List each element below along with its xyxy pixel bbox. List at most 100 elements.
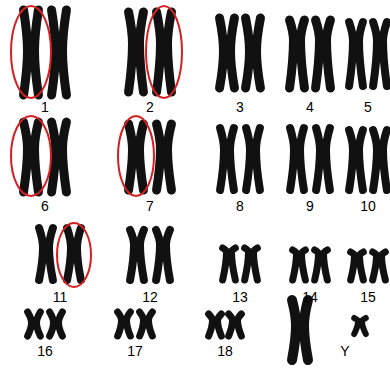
chromosome-number: 9 (306, 199, 314, 213)
chromatid (373, 252, 377, 280)
chromosome-number: 6 (41, 199, 49, 213)
chromatid (293, 250, 297, 280)
chromatid (360, 252, 364, 280)
chromatid (220, 18, 224, 88)
chromosome-number: Y (340, 344, 349, 358)
highlight-ellipse (118, 116, 154, 196)
chromatid (50, 312, 54, 336)
chromatid (157, 124, 161, 190)
chromatid (359, 22, 363, 86)
chromatid (301, 20, 305, 88)
chromatid (140, 312, 144, 336)
chromosome-number: 1 (41, 100, 49, 114)
chromatid (49, 228, 53, 280)
chromosome-number: 10 (360, 199, 376, 213)
chromatid (52, 10, 56, 95)
chromatid (382, 252, 386, 280)
chromosome-number: 11 (53, 290, 68, 304)
chromatid (316, 128, 320, 190)
chromatid (129, 124, 133, 190)
chromatid (63, 10, 67, 95)
chromatid (230, 128, 234, 190)
chromosome-number: 5 (364, 100, 372, 114)
chromatid (349, 130, 353, 190)
chromatid (220, 128, 224, 190)
chromosome-number: 13 (232, 290, 248, 304)
chromatid (315, 250, 319, 280)
chromosome-set (24, 10, 387, 360)
chromatid (246, 128, 250, 190)
chromatid (118, 312, 122, 336)
chromatid (35, 122, 39, 192)
chromatid (351, 252, 355, 280)
chromatid (231, 18, 235, 88)
chromatid (238, 314, 242, 336)
chromatid (354, 318, 358, 334)
chromatid (316, 20, 320, 88)
chromatid (140, 230, 144, 280)
chromatid (67, 228, 71, 280)
chromatid (373, 130, 377, 190)
chromatid (35, 10, 39, 95)
chromatid (157, 12, 161, 92)
chromatid (52, 122, 56, 192)
chromosome-number: 8 (236, 199, 244, 213)
chromatid (140, 12, 144, 92)
highlight-ellipse (11, 116, 51, 196)
highlight-ellipse (57, 223, 91, 287)
chromatid (349, 22, 353, 86)
chromosome-number: 4 (306, 100, 314, 114)
chromatid (77, 228, 81, 280)
chromatid (149, 312, 153, 336)
chromosome-number: 7 (146, 199, 154, 213)
chromatid (359, 130, 363, 190)
chromatid (324, 250, 328, 280)
chromatid (24, 122, 28, 192)
chromatid (156, 230, 160, 280)
chromatid (232, 248, 236, 280)
chromosome-number: 17 (127, 344, 143, 358)
chromatid (292, 300, 296, 360)
chromatid (302, 250, 306, 280)
chromatid (39, 228, 43, 280)
chromatid (300, 128, 304, 190)
chromatid (383, 22, 387, 86)
chromatid (327, 20, 331, 88)
chromatid (59, 312, 63, 336)
chromosome-number: 3 (236, 100, 244, 114)
chromatid (28, 312, 32, 336)
highlight-ellipse (146, 6, 182, 98)
chromatid (326, 128, 330, 190)
chromosome-number: 18 (217, 344, 233, 358)
chromatid (290, 128, 294, 190)
chromatid (24, 10, 28, 95)
chromatid (383, 130, 387, 190)
chromosome-number: 12 (142, 290, 158, 304)
chromatid (256, 128, 260, 190)
highlight-ellipse (11, 6, 51, 98)
chromosome-number: 16 (37, 344, 53, 358)
chromatid (257, 18, 261, 88)
chromosome-number: 2 (146, 100, 154, 114)
chromatid (166, 230, 170, 280)
chromatid (168, 12, 172, 92)
chromatid (130, 230, 134, 280)
chromatid (290, 20, 294, 88)
chromatid (304, 300, 308, 360)
chromatid (362, 318, 366, 334)
chromatid (218, 314, 222, 336)
highlight-ellipses (11, 6, 182, 287)
chromatid (140, 124, 144, 190)
chromatid (245, 248, 249, 280)
chromatid (168, 124, 172, 190)
chromatid (223, 248, 227, 280)
chromosome-number: 14 (302, 290, 318, 304)
chromatid (127, 312, 131, 336)
chromatid (229, 314, 233, 336)
chromatid (63, 122, 67, 192)
chromatid (254, 248, 258, 280)
chromatid (209, 314, 213, 336)
chromatid (373, 22, 377, 86)
chromosome-number: 15 (360, 290, 376, 304)
